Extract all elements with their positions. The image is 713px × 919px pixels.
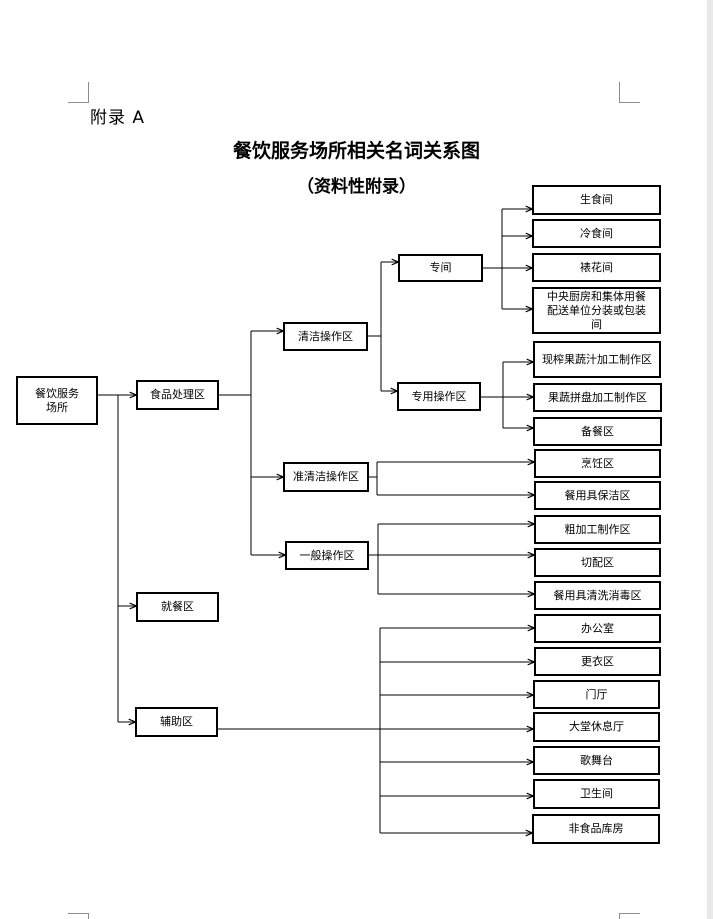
auxiliary-item: 歌舞台: [533, 746, 660, 775]
crop-mark: [619, 913, 640, 914]
auxiliary-item: 非食品库房: [532, 814, 660, 844]
semi-clean-item: 餐用具保洁区: [534, 481, 661, 510]
auxiliary-item: 更衣区: [534, 647, 661, 676]
semi-clean-operation-area-node: 准清洁操作区: [283, 462, 369, 492]
page-title: 餐饮服务场所相关名词关系图: [232, 140, 480, 162]
page-subtitle: （资料性附录）: [297, 177, 416, 197]
semi-clean-item: 烹饪区: [534, 449, 661, 478]
special-operation-area-node: 专用操作区: [397, 382, 481, 411]
general-item: 粗加工制作区: [534, 515, 661, 544]
appendix-label: 附录 A: [90, 108, 146, 128]
special-operation-item: 果蔬拼盘加工制作区: [533, 383, 662, 412]
crop-mark: [68, 913, 89, 914]
special-room-node: 专间: [398, 254, 483, 282]
auxiliary-item: 办公室: [534, 614, 661, 643]
root-node: 餐饮服务场所: [16, 376, 98, 425]
auxiliary-area-node: 辅助区: [135, 707, 218, 737]
general-operation-area-node: 一般操作区: [285, 541, 369, 570]
special-room-item: 生食间: [532, 185, 661, 215]
food-processing-area-node: 食品处理区: [136, 380, 219, 410]
crop-mark: [88, 913, 89, 919]
special-operation-item: 备餐区: [533, 417, 662, 446]
general-item: 餐用具清洗消毒区: [534, 581, 661, 610]
auxiliary-item: 门厅: [533, 680, 660, 709]
crop-mark: [88, 82, 89, 103]
auxiliary-item: 卫生间: [533, 779, 660, 809]
special-room-item: 中央厨房和集体用餐配送单位分装或包装间: [532, 287, 661, 334]
auxiliary-item: 大堂休息厅: [533, 712, 660, 742]
general-item: 切配区: [534, 548, 661, 577]
crop-mark: [619, 102, 640, 103]
page-edge: [707, 0, 713, 919]
special-room-item: 冷食间: [532, 219, 661, 248]
special-room-item: 裱花间: [532, 253, 661, 282]
special-operation-item: 现榨果蔬汁加工制作区: [533, 341, 661, 378]
dining-area-node: 就餐区: [136, 592, 219, 622]
crop-mark: [619, 913, 620, 919]
crop-mark: [68, 102, 89, 103]
crop-mark: [619, 82, 620, 103]
clean-operation-area-node: 清洁操作区: [283, 322, 368, 351]
